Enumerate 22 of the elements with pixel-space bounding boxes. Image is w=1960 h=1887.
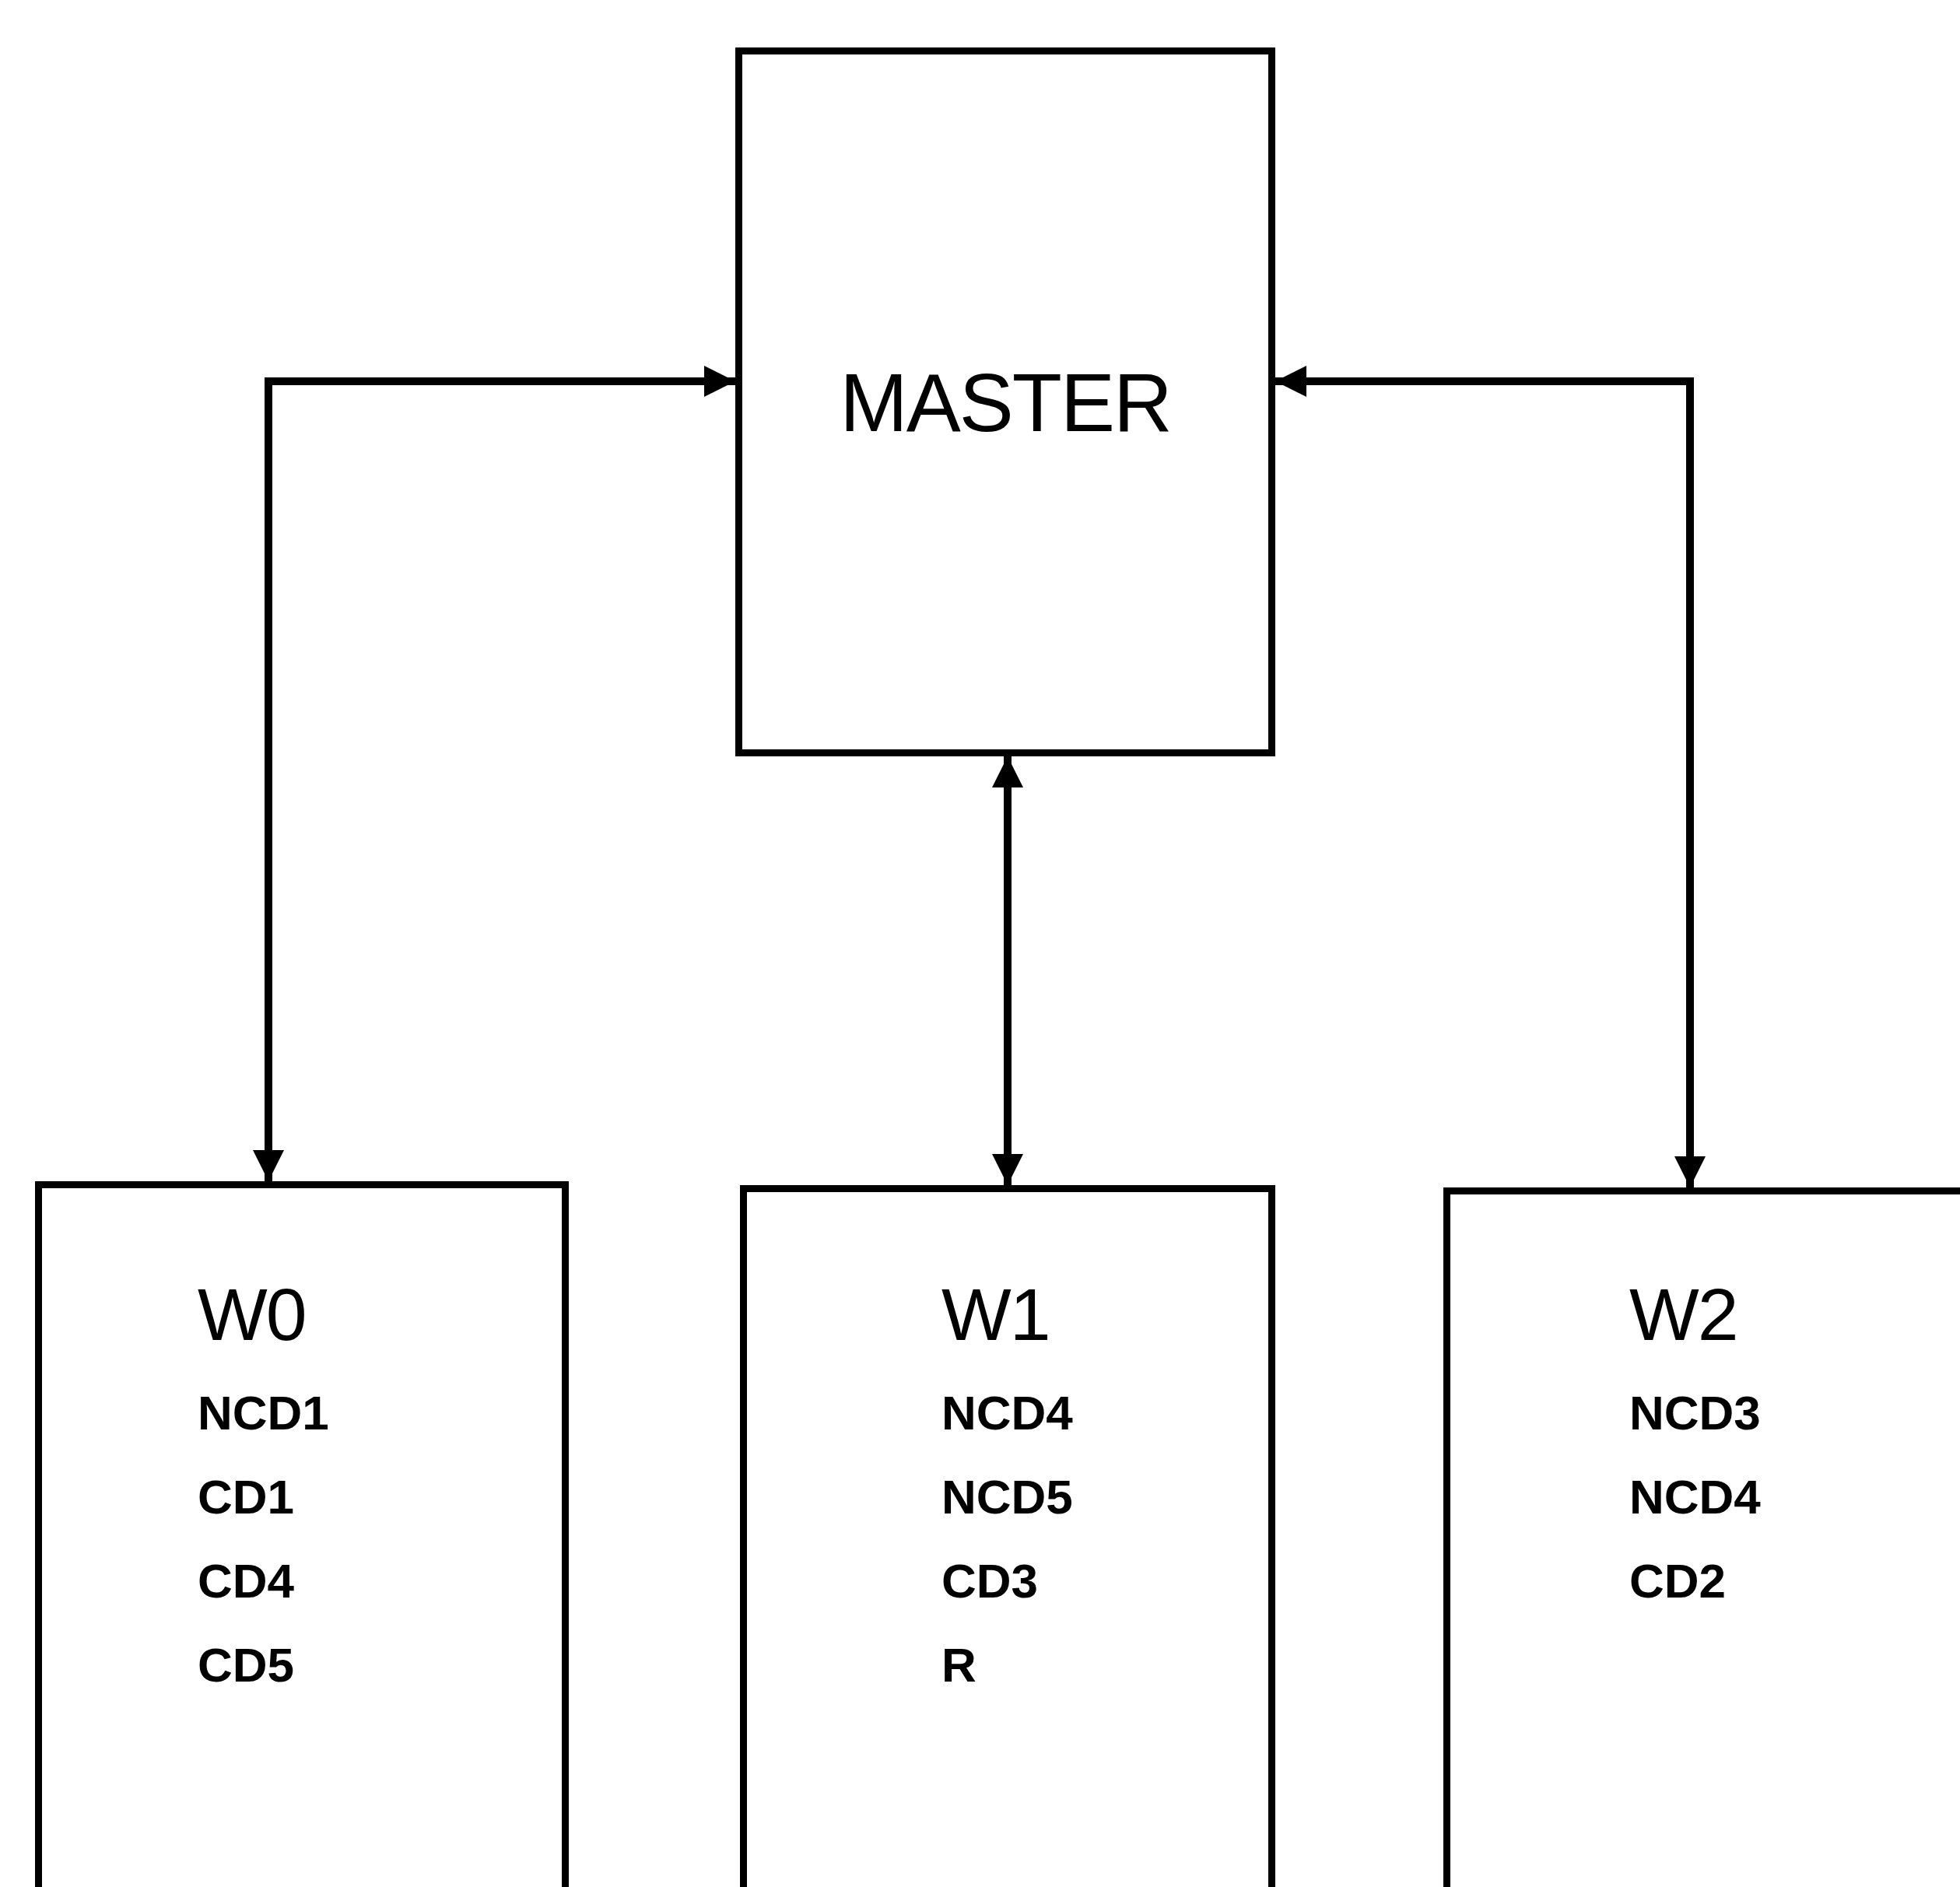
item-label: NCD1	[198, 1384, 329, 1441]
box-title: W0	[198, 1274, 306, 1356]
item-label: NCD4	[941, 1384, 1073, 1441]
item-label: CD4	[198, 1552, 295, 1609]
box-title: W2	[1629, 1274, 1737, 1356]
double-arrow	[992, 756, 1023, 1185]
item-label: CD3	[941, 1552, 1039, 1609]
item-label: CD2	[1629, 1552, 1727, 1609]
double-arrow	[1275, 366, 1706, 1187]
item-label: CD1	[198, 1468, 295, 1525]
item-label: R	[941, 1636, 976, 1693]
box-title: W1	[941, 1274, 1050, 1356]
process-box	[1443, 1187, 1960, 1887]
item-label: NCD5	[941, 1468, 1073, 1525]
process-box	[35, 1181, 569, 1887]
double-arrow	[253, 366, 735, 1181]
box-title: MASTER	[840, 358, 1171, 448]
item-label: NCD3	[1629, 1384, 1761, 1441]
item-label: CD5	[198, 1636, 295, 1693]
process-box	[740, 1185, 1275, 1887]
process-box	[735, 47, 1275, 756]
item-label: NCD4	[1629, 1468, 1761, 1525]
